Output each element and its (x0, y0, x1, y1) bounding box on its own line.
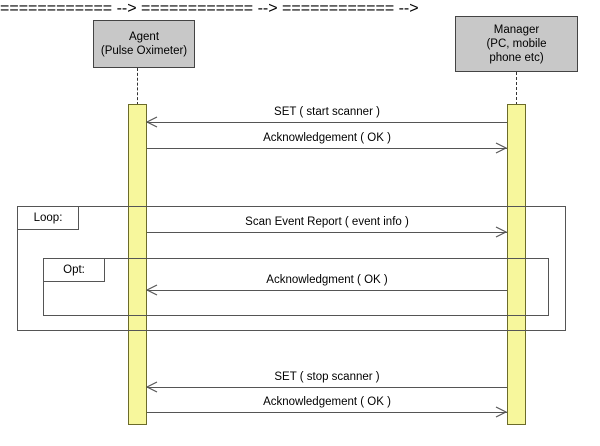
participant-agent-name: Agent (128, 31, 160, 43)
arrowhead-left-acknowledgment-ok-opt (146, 284, 158, 296)
message-line-acknowledgement-ok-1 (147, 148, 507, 149)
lifeline-manager (516, 72, 517, 105)
message-line-set-stop-scanner (147, 387, 507, 388)
participant-agent[interactable]: Agent (Pulse Oximeter) (93, 20, 195, 68)
message-line-acknowledgement-ok-2 (147, 412, 507, 413)
arrowhead-left-set-start-scanner (146, 116, 158, 128)
message-label-acknowledgement-ok-1: Acknowledgement ( OK ) (263, 132, 391, 144)
message-line-scan-event-report (147, 232, 507, 233)
activation-bar-manager (507, 104, 526, 425)
arrowhead-left-set-stop-scanner (146, 381, 158, 393)
participant-manager-name: Manager (493, 24, 540, 36)
fragment-loop (17, 206, 566, 331)
message-line-set-start-scanner (147, 122, 507, 123)
arrowhead-right-scan-event-report (495, 226, 507, 238)
message-label-acknowledgement-ok-2: Acknowledgement ( OK ) (263, 396, 391, 408)
activation-bar-agent (128, 104, 147, 425)
fragment-opt-label-box: Opt: (43, 258, 105, 282)
fragment-opt (43, 258, 549, 316)
message-line-acknowledgment-ok-opt (147, 290, 507, 291)
participant-manager-subtitle-2: phone etc) (489, 52, 544, 64)
participant-manager[interactable]: Manager (PC, mobile phone etc) (455, 16, 578, 72)
fragment-opt-label-text: Opt: (63, 264, 85, 276)
message-label-scan-event-report: Scan Event Report ( event info ) (245, 216, 409, 228)
message-label-set-start-scanner: SET ( start scanner ) (274, 106, 380, 118)
fragment-loop-label-text: Loop: (33, 212, 63, 224)
message-label-acknowledgment-ok-opt: Acknowledgment ( OK ) (266, 274, 388, 286)
fragment-loop-label-box: Loop: (17, 206, 79, 230)
message-label-set-stop-scanner: SET ( stop scanner ) (274, 371, 380, 383)
lifeline-agent (137, 68, 138, 105)
arrowhead-right-acknowledgement-ok-1 (495, 142, 507, 154)
arrowhead-right-acknowledgement-ok-2 (495, 406, 507, 418)
participant-agent-subtitle: (Pulse Oximeter) (100, 45, 188, 57)
participant-manager-subtitle-1: (PC, mobile (486, 38, 547, 50)
